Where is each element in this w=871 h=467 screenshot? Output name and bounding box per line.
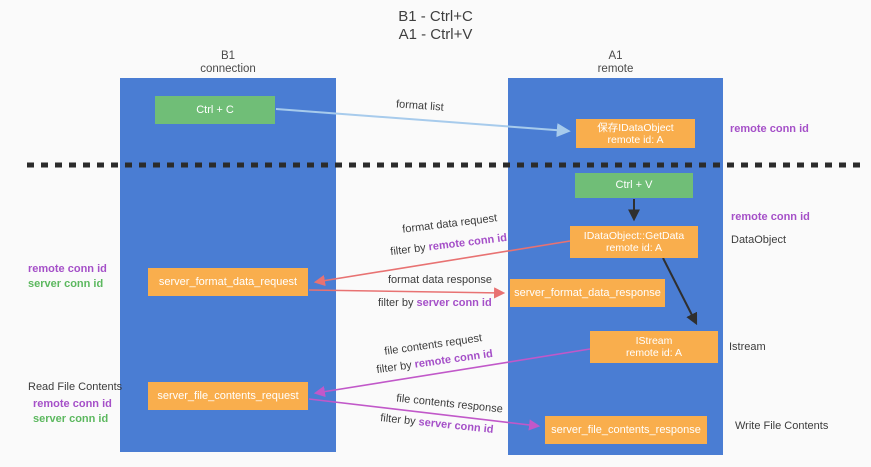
getdata-line1: IDataObject::GetData xyxy=(583,229,685,242)
dataobject-annotation: DataObject xyxy=(731,234,787,246)
remote-conn-id-annotation-left-2: remote conn id xyxy=(33,398,112,410)
server-conn-id-annotation-left-1: server conn id xyxy=(28,278,104,290)
format-list-label: format list xyxy=(395,98,445,114)
save-idataobject-line2: remote id: A xyxy=(607,133,664,146)
server-file-contents-response-box: server_file_contents_response xyxy=(545,416,707,444)
format-data-response-arrow xyxy=(308,287,506,299)
left-column-header: B1 connection xyxy=(120,50,336,76)
left-column-name: B1 xyxy=(220,50,236,62)
ctrl-v-label: Ctrl + V xyxy=(615,179,653,191)
server-conn-id-highlight: server conn id xyxy=(417,416,495,436)
server-format-data-request-label: server_format_data_request xyxy=(158,275,298,288)
save-idataobject-line1: 保存IDataObject xyxy=(597,121,674,134)
server-file-contents-request-box: server_file_contents_request xyxy=(148,382,308,410)
idataobject-getdata-box: IDataObject::GetData remote id: A xyxy=(570,226,698,258)
save-idataobject-box: 保存IDataObject remote id: A xyxy=(576,119,695,148)
filter-by-remote-conn-id-label-1: filter by remote conn id xyxy=(390,232,508,258)
filter-by-text: filter by xyxy=(379,412,420,429)
server-format-data-request-box: server_format_data_request xyxy=(148,268,308,296)
remote-conn-id-highlight: remote conn id xyxy=(427,231,508,254)
remote-conn-id-annotation-top-right: remote conn id xyxy=(730,123,809,135)
istream-line1: IStream xyxy=(635,334,673,347)
right-column-role: remote xyxy=(597,63,634,75)
server-file-contents-request-label: server_file_contents_request xyxy=(157,389,299,402)
remote-conn-id-annotation-left-1: remote conn id xyxy=(28,263,107,275)
remote-conn-id-annotation-mid-right: remote conn id xyxy=(731,211,810,223)
filter-by-server-conn-id-label-1: filter by server conn id xyxy=(378,297,492,309)
server-format-data-response-box: server_format_data_response xyxy=(510,279,665,307)
getdata-line2: remote id: A xyxy=(605,242,663,254)
filter-by-text: filter by xyxy=(378,297,417,309)
filter-by-text: filter by xyxy=(375,358,416,377)
read-file-contents-annotation: Read File Contents xyxy=(28,381,123,393)
diagram-title: B1 - Ctrl+C A1 - Ctrl+V xyxy=(0,8,871,44)
filter-by-text: filter by xyxy=(389,241,430,259)
ctrl-v-box: Ctrl + V xyxy=(575,173,693,198)
istream-line2: remote id: A xyxy=(625,347,683,359)
istream-box: IStream remote id: A xyxy=(590,331,718,363)
title-line-2: A1 - Ctrl+V xyxy=(398,26,473,43)
ctrl-c-label: Ctrl + C xyxy=(196,103,234,116)
right-column-name: A1 xyxy=(608,50,623,62)
server-file-contents-response-label: server_file_contents_response xyxy=(551,423,701,436)
ctrl-c-box: Ctrl + C xyxy=(155,96,275,124)
format-data-response-label: format data response xyxy=(388,274,492,286)
server-format-data-response-label: server_format_data_response xyxy=(514,286,661,299)
write-file-contents-annotation: Write File Contents xyxy=(735,420,829,432)
server-conn-id-annotation-left-2: server conn id xyxy=(33,413,109,425)
title-line-1: B1 - Ctrl+C xyxy=(398,8,473,25)
left-column-role: connection xyxy=(200,63,256,75)
server-conn-id-highlight: server conn id xyxy=(416,297,492,309)
file-contents-response-label: file contents response xyxy=(395,392,504,416)
right-column-header: A1 remote xyxy=(508,50,723,76)
format-data-request-label: format data request xyxy=(401,212,498,236)
istream-annotation: Istream xyxy=(729,341,766,353)
filter-by-server-conn-id-label-2: filter by server conn id xyxy=(380,412,494,436)
